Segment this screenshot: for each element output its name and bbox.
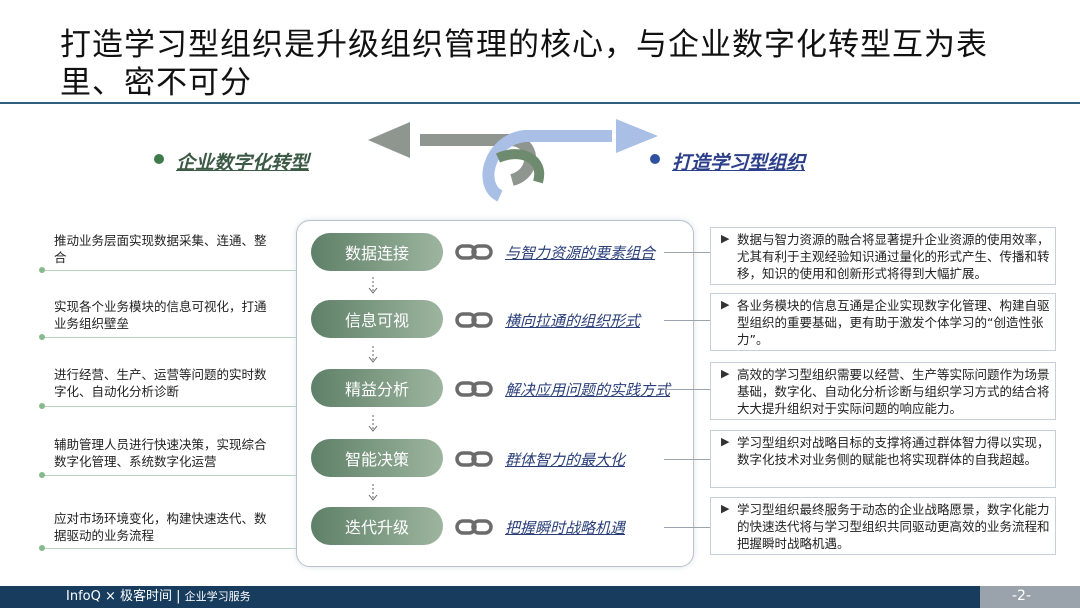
right-description-box: ▶ 高效的学习型组织需要以经营、生产等实际问题作为场景基础，数字化、自动化分析诊… bbox=[710, 362, 1056, 420]
right-description: 数据与智力资源的融合将显著提升企业资源的使用效率，尤其有利于主观经验知识通过量化… bbox=[737, 232, 1050, 281]
right-connector bbox=[664, 320, 716, 321]
title-divider bbox=[0, 102, 1080, 104]
step-pill: 信息可视 bbox=[311, 300, 443, 338]
right-description-box: ▶ 学习型组织对战略目标的支撑将通过群体智力得以实现，数字化技术对业务侧的赋能也… bbox=[710, 430, 1056, 488]
left-connector bbox=[42, 548, 296, 549]
chain-link-icon bbox=[455, 244, 493, 260]
chain-link-icon bbox=[455, 451, 493, 467]
left-description: 应对市场环境变化，构建快速迭代、数据驱动的业务流程 bbox=[54, 511, 267, 543]
link-label: 把握瞬时战略机遇 bbox=[505, 519, 626, 537]
link-label: 横向拉通的组织形式 bbox=[505, 312, 641, 330]
chain-link-icon bbox=[455, 519, 493, 535]
left-connector bbox=[42, 406, 296, 407]
bullet-arrow-icon: ▶ bbox=[721, 232, 730, 245]
category-digital-transformation: 企业数字化转型 bbox=[154, 148, 309, 175]
left-description: 进行经营、生产、运营等问题的实时数字化、自动化分析诊断 bbox=[54, 367, 267, 399]
right-description: 学习型组织对战略目标的支撑将通过群体智力得以实现，数字化技术对业务侧的赋能也将实… bbox=[737, 435, 1050, 467]
connector-dot-icon bbox=[39, 472, 45, 478]
left-description: 辅助管理人员进行快速决策，实现综合数字化管理、系统数字化运营 bbox=[54, 437, 267, 469]
page-number-box bbox=[980, 586, 1080, 608]
left-connector bbox=[42, 270, 296, 271]
step-pill: 迭代升级 bbox=[311, 507, 443, 545]
down-arrow-icon bbox=[368, 484, 378, 501]
chain-link-icon bbox=[455, 312, 493, 328]
right-description: 学习型组织最终服务于动态的企业战略愿景，数字化能力的快速迭代将与学习型组织共同驱… bbox=[737, 502, 1050, 551]
connector-dot-icon bbox=[39, 334, 45, 340]
connector-dot-icon bbox=[39, 545, 45, 551]
step-pill: 智能决策 bbox=[311, 439, 443, 477]
page-number: -2- bbox=[1012, 588, 1032, 604]
right-connector bbox=[664, 252, 716, 253]
right-description-box: ▶ 各业务模块的信息互通是企业实现数字化管理、构建自驱型组织的重要基础，更有助于… bbox=[710, 293, 1056, 351]
bullet-arrow-icon: ▶ bbox=[721, 367, 730, 380]
connector-dot-icon bbox=[39, 403, 45, 409]
green-dot-icon bbox=[154, 154, 164, 164]
left-description: 推动业务层面实现数据采集、连通、整合 bbox=[54, 233, 267, 265]
down-arrow-icon bbox=[368, 346, 378, 363]
bullet-arrow-icon: ▶ bbox=[721, 502, 730, 515]
left-connector bbox=[42, 337, 296, 338]
right-connector bbox=[664, 527, 716, 528]
down-arrow-icon bbox=[368, 415, 378, 432]
right-description: 高效的学习型组织需要以经营、生产等实际问题作为场景基础，数字化、自动化分析诊断与… bbox=[737, 367, 1050, 416]
step-pill: 数据连接 bbox=[311, 233, 443, 271]
down-arrow-icon bbox=[368, 277, 378, 294]
step-pill: 精益分析 bbox=[311, 369, 443, 407]
link-label: 群体智力的最大化 bbox=[505, 451, 626, 469]
left-connector bbox=[42, 475, 296, 476]
bullet-arrow-icon: ▶ bbox=[721, 298, 730, 311]
page-title: 打造学习型组织是升级组织管理的核心，与企业数字化转型互为表里、密不可分 bbox=[60, 27, 988, 101]
link-label: 解决应用问题的实践方式 bbox=[505, 381, 671, 399]
right-connector bbox=[664, 389, 716, 390]
link-label: 与智力资源的要素组合 bbox=[505, 244, 656, 262]
footer-brand: InfoQ × 极客时间 | 企业学习服务 bbox=[66, 589, 251, 604]
blue-dot-icon bbox=[650, 154, 660, 164]
category-learning-organization: 打造学习型组织 bbox=[650, 148, 805, 175]
intertwined-arrows-graphic bbox=[368, 119, 658, 202]
right-connector bbox=[664, 459, 716, 460]
left-description: 实现各个业务模块的信息可视化，打通业务组织壁垒 bbox=[54, 299, 267, 331]
chain-link-icon bbox=[455, 381, 493, 397]
right-description: 各业务模块的信息互通是企业实现数字化管理、构建自驱型组织的重要基础，更有助于激发… bbox=[737, 298, 1050, 347]
connector-dot-icon bbox=[39, 267, 45, 273]
bullet-arrow-icon: ▶ bbox=[721, 435, 730, 448]
right-description-box: ▶ 数据与智力资源的融合将显著提升企业资源的使用效率，尤其有利于主观经验知识通过… bbox=[710, 227, 1056, 285]
right-description-box: ▶ 学习型组织最终服务于动态的企业战略愿景，数字化能力的快速迭代将与学习型组织共… bbox=[710, 497, 1056, 555]
footer-bar bbox=[0, 586, 980, 608]
